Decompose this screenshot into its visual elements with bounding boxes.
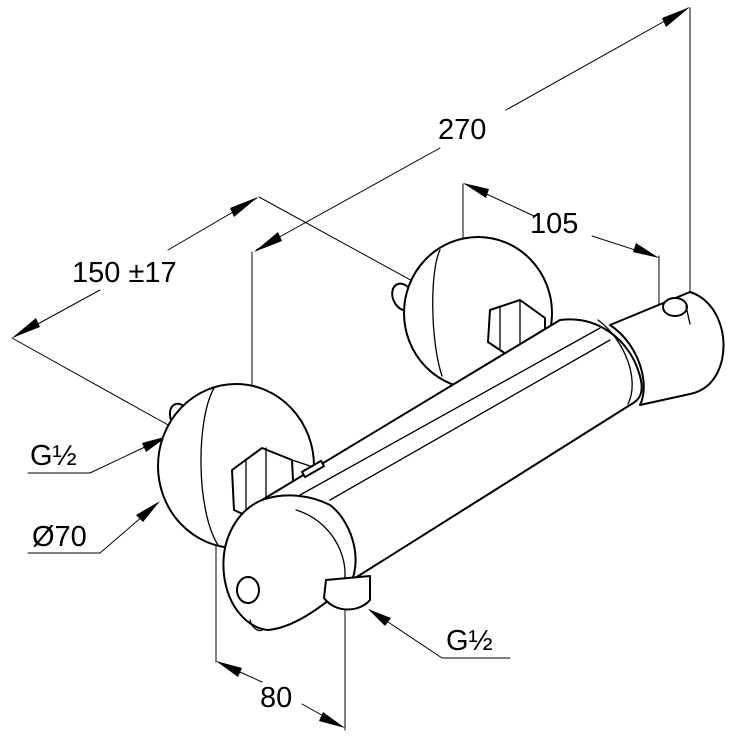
dimension-outlet-offset: 105 — [462, 183, 660, 393]
dimension-line-270-a — [255, 147, 441, 251]
label-inlet-thread: G½ — [30, 440, 77, 472]
arrow-head — [633, 243, 659, 258]
handle-right-body — [609, 291, 725, 406]
arrow-head — [136, 501, 160, 522]
handle-right-button — [662, 297, 688, 317]
mixer-body-ring — [597, 319, 633, 405]
label-outlet-thread: G½ — [446, 625, 493, 657]
mixer-body-top-edge — [299, 327, 601, 496]
handle-left-rim — [295, 509, 346, 586]
label-80: 80 — [260, 682, 292, 714]
mixer-body-upper-line — [329, 339, 611, 501]
arrow-head — [230, 197, 258, 217]
handle-left-hub — [236, 576, 260, 604]
arrow-head — [319, 712, 345, 728]
callout-inlet-thread: G½ — [27, 436, 168, 474]
label-105: 105 — [530, 208, 578, 240]
flow-handle-left — [222, 494, 357, 632]
outlet-nozzle — [323, 575, 371, 611]
outlet-bottom — [323, 575, 371, 611]
arrow-head — [368, 609, 391, 626]
temperature-handle-right — [609, 291, 725, 406]
arrow-head — [216, 661, 242, 677]
label-270: 270 — [438, 114, 486, 146]
callout-rosette-diameter: Ø70 — [27, 501, 160, 554]
callout-outlet-thread: G½ — [368, 609, 511, 659]
arrow-head — [254, 232, 282, 252]
arrow-head — [463, 183, 489, 198]
label-rosette-diameter: Ø70 — [32, 521, 87, 553]
arrow-head — [12, 318, 40, 338]
arrow-head — [662, 7, 690, 27]
rosette-back-rim — [432, 249, 443, 377]
handle-left-tip — [249, 619, 263, 632]
handle-left-body — [222, 494, 357, 631]
rosette-front-rim — [200, 387, 219, 546]
brand-mark — [300, 459, 326, 479]
dimension-overall-length: 270 — [251, 7, 691, 601]
label-150-17: 150 ±17 — [72, 257, 177, 289]
dimension-line-270-b — [505, 7, 689, 111]
